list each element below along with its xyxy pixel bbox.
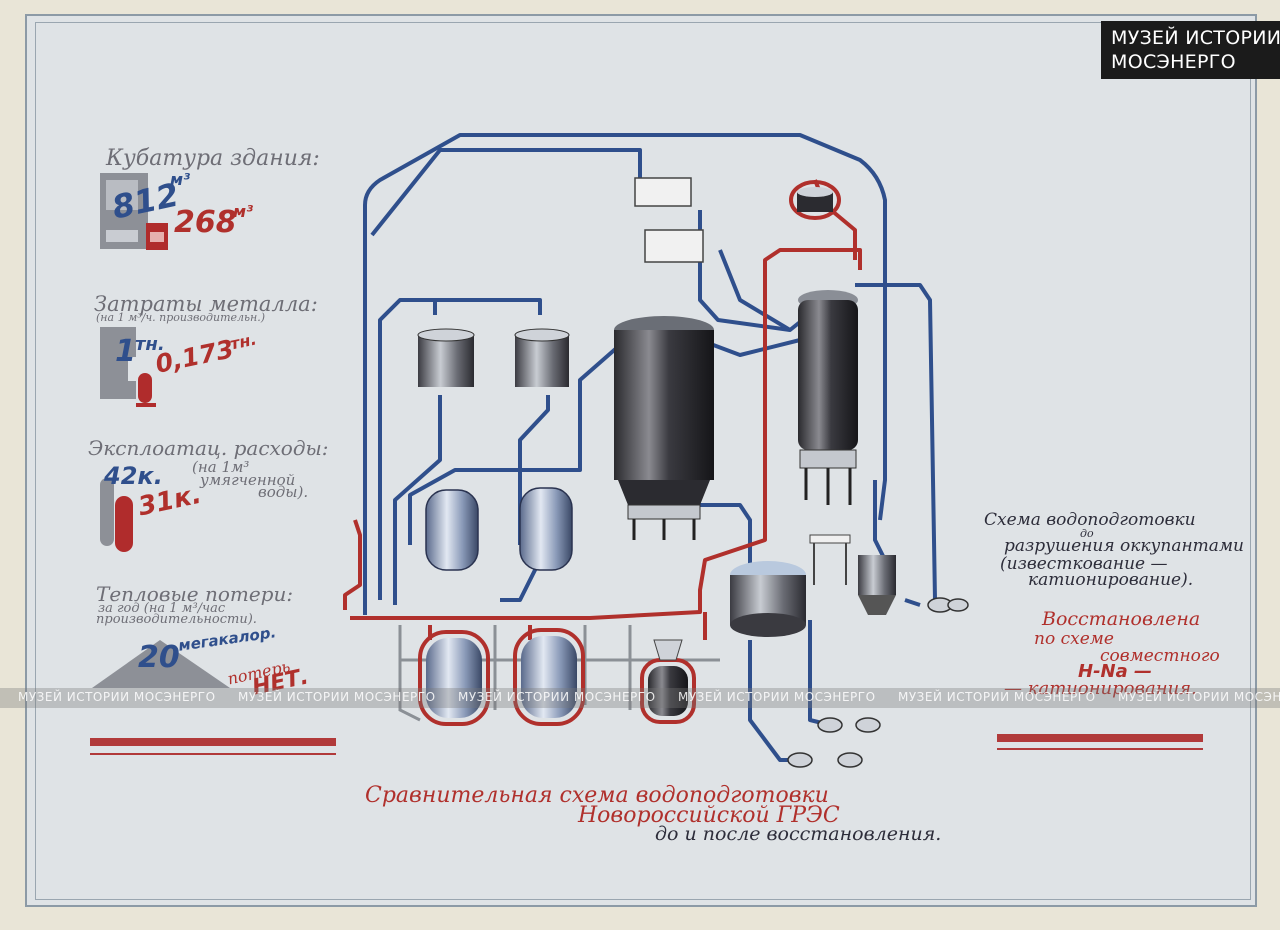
cost-icon-after xyxy=(115,496,133,552)
volume-after-unit: м³ xyxy=(233,202,254,221)
operating-note-3: воды). xyxy=(258,483,309,501)
operating-note-1: (на 1м³ xyxy=(192,458,250,476)
watermark-text-4: МУЗЕЙ ИСТОРИИ МОСЭНЕРГО xyxy=(678,690,876,704)
watermark-text-3: МУЗЕЙ ИСТОРИИ МОСЭНЕРГО xyxy=(458,690,656,704)
volume-title: Кубатура здания: xyxy=(106,146,320,171)
storage-tank xyxy=(730,561,806,637)
metal-before-value: 1 xyxy=(115,334,136,369)
volume-before-unit: м³ xyxy=(170,170,191,189)
hna-salt-tank xyxy=(640,639,696,724)
metal-title: Затраты металла: xyxy=(94,292,318,316)
metal-subtitle: (на 1 м³/ч. производительн.) xyxy=(96,311,266,324)
scheme-line-1: Схема водоподготовки xyxy=(984,510,1196,530)
museum-logo: МУЗЕЙ ИСТОРИИ МОСЭНЕРГО xyxy=(1101,21,1280,79)
left-stripe xyxy=(90,738,336,746)
restored-line-5: — катионирования. xyxy=(1004,678,1197,699)
heat-title: Тепловые потери: xyxy=(96,582,294,606)
operating-before-value: 42к. xyxy=(104,462,163,490)
restored-line-2: по схеме xyxy=(1034,629,1114,649)
watermark-text-5: МУЗЕЙ ИСТОРИИ МОСЭНЕРГО xyxy=(898,690,1096,704)
caption-line-2: Новороссийской ГРЭС xyxy=(578,803,840,828)
mixer-tank xyxy=(809,534,896,615)
operating-title: Эксплоатац. расходы: xyxy=(88,436,329,460)
metal-icon-after xyxy=(136,373,156,407)
heat-subtitle-1: за год (на 1 м³/час xyxy=(98,601,226,616)
building-icon-after xyxy=(146,223,168,250)
restored-line-3: совместного xyxy=(1100,646,1220,666)
clarifier-tank xyxy=(614,316,714,540)
tall-tank xyxy=(798,290,858,505)
caption-line-3: до и после восстановления. xyxy=(655,823,942,845)
caption-line-1: Сравнительная схема водоподготовки xyxy=(365,783,829,808)
blue-pipes xyxy=(363,133,937,762)
heat-icon xyxy=(92,640,230,688)
volume-after-value: 268 xyxy=(174,205,237,240)
heat-before-value: 20 xyxy=(138,640,180,675)
watermark-text-2: МУЗЕЙ ИСТОРИИ МОСЭНЕРГО xyxy=(238,690,436,704)
watermark-text-1: МУЗЕЙ ИСТОРИИ МОСЭНЕРГО xyxy=(18,690,216,704)
dosing-boxes xyxy=(634,177,704,263)
scheme-line-4: (известкование — xyxy=(1000,554,1168,574)
left-stripe-thin xyxy=(90,753,336,755)
building-icon-before xyxy=(100,173,148,249)
cost-icon-before xyxy=(100,478,114,546)
watermark-text-6: МУЗЕЙ ИСТОРИИ МОСЭНЕРГО xyxy=(1118,690,1280,704)
restored-line-4: H-Na — xyxy=(1078,661,1153,682)
scheme-line-5: катионирование). xyxy=(1028,570,1194,590)
lime-tank-2 xyxy=(514,328,570,387)
heat-subtitle-2: производительности). xyxy=(96,612,257,627)
scheme-line-2: до xyxy=(1080,527,1094,540)
hna-filter-2 xyxy=(513,628,585,726)
metal-before-unit: тн. xyxy=(135,334,165,355)
restored-line-1: Восстановлена xyxy=(1042,608,1201,630)
filter-tank-2 xyxy=(519,487,573,571)
right-stripe-thin xyxy=(997,748,1203,750)
pumps xyxy=(787,597,969,768)
watermark-strip xyxy=(0,688,1280,708)
metal-icon-before xyxy=(100,327,136,399)
top-measuring-tank xyxy=(789,180,841,220)
filter-tank-1 xyxy=(425,489,479,571)
museum-logo-line2: МОСЭНЕРГО xyxy=(1111,51,1236,73)
scheme-line-3: разрушения оккупантами xyxy=(1004,536,1244,556)
right-stripe xyxy=(997,734,1203,742)
museum-logo-line1: МУЗЕЙ ИСТОРИИ xyxy=(1111,27,1280,49)
hna-filter-1 xyxy=(418,630,490,726)
operating-note-2: умягченной xyxy=(200,471,296,489)
lime-tank-1 xyxy=(417,328,475,387)
